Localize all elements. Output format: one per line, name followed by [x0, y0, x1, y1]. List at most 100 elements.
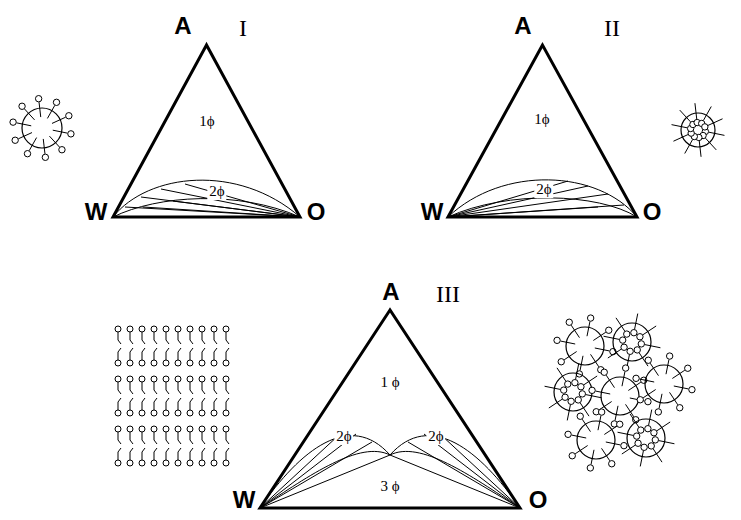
surfactant-head	[589, 387, 595, 393]
surfactant-tail	[130, 382, 133, 394]
phase-boundary	[424, 434, 520, 508]
label-holder: II	[604, 15, 620, 41]
phase-boundary	[448, 207, 598, 217]
surfactant-head	[211, 426, 217, 432]
micelle-core	[577, 421, 615, 459]
surfactant-tail	[166, 432, 169, 444]
micelle-cluster-member	[604, 314, 661, 371]
surfactant-head	[175, 410, 181, 416]
surfactant-head	[127, 460, 133, 466]
surfactant-tail	[591, 450, 594, 465]
surfactant-head	[601, 369, 607, 375]
vertex-label: O	[529, 487, 548, 513]
surfactant-tail	[571, 325, 579, 338]
surfactant-tail	[18, 133, 32, 139]
surfactant-head	[163, 460, 169, 466]
reverse-micelle	[672, 103, 725, 157]
label-holder: W	[421, 199, 444, 225]
surfactant-tail	[670, 392, 678, 405]
label-holder: O	[529, 487, 548, 513]
surfactant-head	[223, 426, 229, 432]
micelle-cluster-member	[545, 364, 602, 421]
surfactant-head	[566, 319, 572, 325]
surfactant-tail	[649, 410, 652, 426]
surfactant-head	[139, 426, 145, 432]
panel-number: III	[436, 281, 460, 307]
micelle-core	[566, 327, 604, 365]
surfactant-head	[619, 337, 625, 343]
surfactant-tail	[575, 446, 588, 454]
surfactant-tail	[29, 138, 36, 151]
phase-boundary	[448, 198, 637, 217]
surfactant-head	[651, 430, 657, 436]
surfactant-head	[565, 431, 571, 437]
surfactant-head	[587, 315, 593, 321]
surfactant-tail	[674, 386, 689, 389]
surfactant-tail	[598, 415, 601, 430]
surfactant-head	[163, 410, 169, 416]
surfactant-tail	[190, 382, 193, 394]
surfactant-tail	[604, 426, 617, 434]
surfactant-tail	[639, 379, 654, 382]
surfactant-tail	[154, 332, 157, 344]
surfactant-head	[115, 376, 121, 382]
phase-boundary	[260, 434, 340, 508]
surfactant-head	[151, 376, 157, 382]
surfactant-head	[211, 360, 217, 366]
surfactant-head	[648, 443, 654, 449]
surfactant-head	[689, 386, 695, 392]
surfactant-tail	[118, 432, 121, 444]
vertex-label: O	[643, 199, 662, 225]
label-holder: III	[436, 281, 460, 307]
surfactant-head	[199, 376, 205, 382]
surfactant-head	[211, 326, 217, 332]
surfactant-head	[187, 326, 193, 332]
surfactant-tail	[202, 398, 205, 410]
surfactant-tail	[226, 382, 229, 394]
vertex-label: W	[85, 199, 108, 225]
surfactant-head	[633, 433, 639, 439]
surfactant-tail	[202, 332, 205, 344]
surfactant-tail	[202, 432, 205, 444]
label-holder: W	[85, 199, 108, 225]
surfactant-head	[139, 410, 145, 416]
surfactant-tail	[645, 345, 661, 348]
surfactant-tail	[214, 348, 217, 360]
surfactant-tail	[695, 103, 697, 119]
surfactant-tail	[657, 422, 670, 431]
surfactant-head	[572, 379, 578, 385]
surfactant-head	[68, 131, 74, 137]
surfactant-tail	[685, 140, 693, 154]
surfactant-head	[575, 397, 581, 403]
surfactant-tail	[591, 354, 599, 367]
phase-label-holder: 2ϕ	[426, 427, 445, 445]
phase-label-holder: 1ϕ	[532, 110, 551, 128]
surfactant-tail	[571, 435, 586, 438]
phase-label: 2ϕ	[426, 428, 445, 445]
phase-boundary	[440, 434, 520, 508]
surfactant-tail	[130, 398, 133, 410]
surfactant-head	[115, 360, 121, 366]
surfactant-tail	[616, 318, 625, 331]
surfactant-tail	[214, 448, 217, 460]
surfactant-tail	[703, 106, 711, 120]
surfactant-head	[223, 460, 229, 466]
surfactant-tail	[178, 332, 181, 344]
surfactant-head	[633, 375, 639, 381]
surfactant-tail	[666, 359, 669, 374]
surfactant-tail	[557, 368, 566, 381]
surfactant-head	[637, 334, 643, 340]
ternary-triangle: 1 ϕ2ϕ2ϕ3 ϕ	[260, 310, 520, 508]
surfactant-head	[666, 353, 672, 359]
surfactant-head	[163, 426, 169, 432]
surfactant-head	[223, 410, 229, 416]
surfactant-tail	[587, 321, 590, 336]
surfactant-head	[127, 426, 133, 432]
phase-label: 3 ϕ	[378, 478, 401, 495]
panel-number: I	[239, 15, 247, 41]
surfactant-tail	[622, 371, 625, 386]
surfactant-tail	[24, 109, 34, 120]
surfactant-tail	[142, 382, 145, 394]
phase-label-holder: 1 ϕ	[378, 373, 401, 391]
bicontinuous-phase	[545, 314, 696, 472]
